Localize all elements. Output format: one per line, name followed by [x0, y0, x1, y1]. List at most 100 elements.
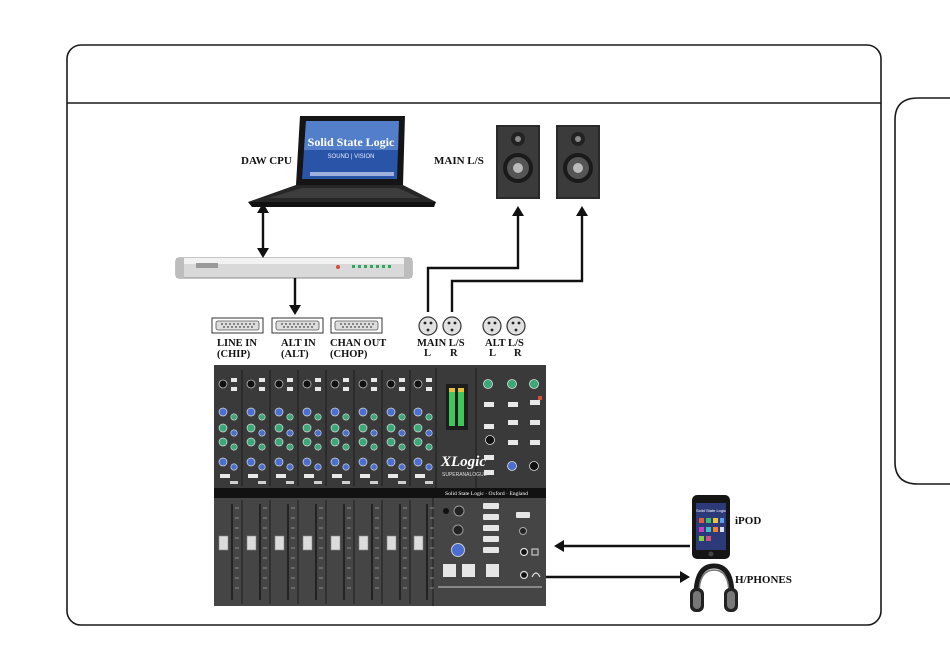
eq-knob [259, 444, 265, 450]
channel-button [399, 378, 405, 382]
eq-knob [343, 430, 349, 436]
ipod-screen-brand: Solid State Logic [696, 508, 726, 513]
channel-button [425, 481, 433, 484]
label-main-r: R [450, 348, 458, 359]
eq-knob [219, 458, 227, 466]
gain-knob [387, 380, 395, 388]
dsub-chan-out [331, 318, 382, 333]
eq-knob [359, 408, 367, 416]
xlr-alt-right [507, 317, 525, 335]
arrow-interface-altin [289, 278, 301, 315]
gain-knob [303, 380, 311, 388]
eq-knob [414, 438, 422, 446]
gain-knob [247, 380, 255, 388]
xlr-main-left [419, 317, 437, 335]
channel-button [426, 387, 432, 391]
eq-knob [414, 458, 422, 466]
label-chan-out-sub: (CHOP) [330, 349, 368, 360]
label-daw-cpu: DAW CPU [241, 155, 292, 167]
xlr-alt-left [483, 317, 501, 335]
console-badge: Solid State Logic · Oxford · England [445, 490, 528, 497]
channel-button [287, 378, 293, 382]
eq-knob [287, 464, 293, 470]
gain-knob [219, 380, 227, 388]
eq-knob [387, 458, 395, 466]
channel-button [276, 474, 286, 478]
eq-knob [303, 408, 311, 416]
laptop-tagline-text: SOUND | VISION [328, 154, 375, 160]
label-line-in: LINE IN [217, 338, 257, 349]
label-line-in-sub: (CHIP) [217, 349, 251, 360]
gain-knob [331, 380, 339, 388]
eq-knob [343, 444, 349, 450]
gain-knob [414, 380, 422, 388]
dsub-alt-in [272, 318, 323, 333]
mixing-console: XLogic SUPERANALOGUE Solid State Logic ·… [214, 365, 546, 606]
rack-interface [176, 258, 412, 278]
eq-knob [303, 424, 311, 432]
channel-button [259, 378, 265, 382]
master-knob [484, 380, 493, 389]
channel-button [230, 481, 238, 484]
master-button [508, 420, 518, 425]
label-ipod: iPOD [735, 515, 761, 527]
eq-knob [219, 424, 227, 432]
channel-button [371, 378, 377, 382]
eq-knob [426, 414, 432, 420]
headphones-illustration [690, 566, 738, 612]
master-button [508, 402, 518, 407]
eq-knob [371, 430, 377, 436]
master-knob [530, 462, 539, 471]
eq-knob [231, 430, 237, 436]
wires-main-speakers [428, 206, 588, 312]
eq-knob [331, 458, 339, 466]
fader-cap [275, 536, 284, 550]
eq-knob [426, 444, 432, 450]
channel-button [426, 378, 432, 382]
label-alt-in-sub: (ALT) [281, 349, 309, 360]
label-alt-in: ALT IN [281, 338, 316, 349]
eq-knob [259, 464, 265, 470]
channel-button [342, 481, 350, 484]
master-button [530, 400, 540, 405]
channel-button [314, 481, 322, 484]
ipod-illustration: Solid State Logic [692, 495, 730, 559]
channel-button [287, 387, 293, 391]
fader-cap [414, 536, 423, 550]
eq-knob [259, 414, 265, 420]
channel-button [370, 481, 378, 484]
channel-button [415, 474, 425, 478]
eq-knob [247, 424, 255, 432]
eq-knob [387, 408, 395, 416]
master-knob [508, 380, 517, 389]
master-button [530, 440, 540, 445]
laptop-brand-text: Solid State Logic [308, 135, 395, 149]
fader-cap [247, 536, 256, 550]
eq-knob [287, 430, 293, 436]
master-knob [486, 436, 495, 445]
eq-knob [275, 458, 283, 466]
dsub-line-in [212, 318, 263, 333]
label-main-l: L [424, 348, 431, 359]
wire-ipod-console [554, 540, 690, 552]
eq-knob [359, 424, 367, 432]
channel-button [231, 387, 237, 391]
eq-knob [315, 464, 321, 470]
eq-knob [399, 430, 405, 436]
label-hphones: H/PHONES [735, 574, 792, 586]
eq-knob [287, 414, 293, 420]
eq-knob [219, 408, 227, 416]
channel-button [398, 481, 406, 484]
channel-button [388, 474, 398, 478]
eq-knob [275, 408, 283, 416]
master-button [530, 420, 540, 425]
fader-cap [359, 536, 368, 550]
channel-button [248, 474, 258, 478]
eq-knob [219, 438, 227, 446]
master-button [508, 440, 518, 445]
eq-knob [343, 414, 349, 420]
eq-knob [315, 414, 321, 420]
eq-knob [315, 444, 321, 450]
eq-knob [303, 458, 311, 466]
eq-knob [359, 458, 367, 466]
